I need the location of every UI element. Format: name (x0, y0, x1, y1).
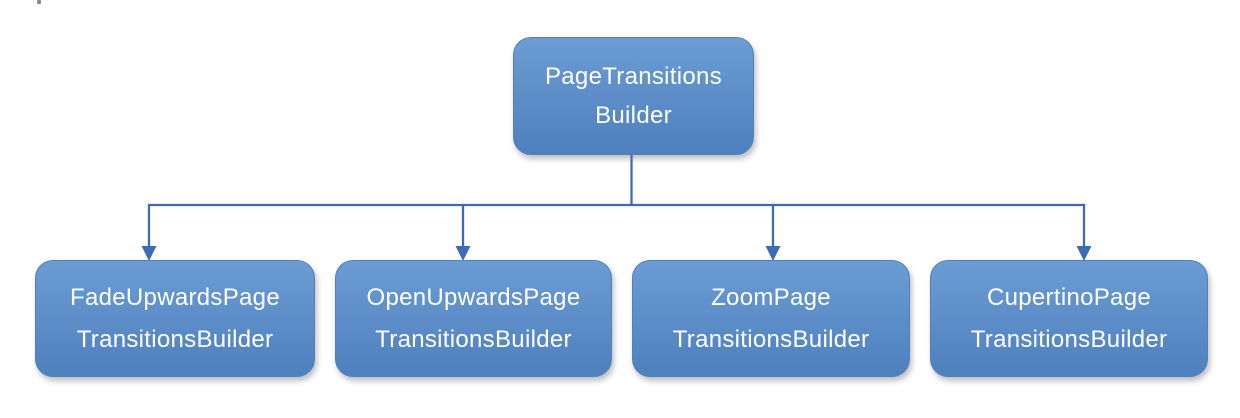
node-label-line: TransitionsBuilder (375, 325, 572, 353)
arrowhead-icon-3 (765, 246, 781, 261)
node-page-transitions-builder: PageTransitions Builder (513, 37, 754, 155)
node-label-line: Builder (595, 102, 672, 129)
arrowhead-icon-2 (455, 246, 471, 261)
node-cupertino-page-transitions-builder: CupertinoPage TransitionsBuilder (930, 260, 1208, 377)
arrowhead-icon-4 (1076, 246, 1092, 261)
node-open-upwards-page-transitions-builder: OpenUpwardsPage TransitionsBuilder (335, 260, 612, 377)
arrowhead-icon-1 (141, 246, 157, 261)
node-label-line: TransitionsBuilder (76, 325, 274, 353)
node-label-line: TransitionsBuilder (672, 325, 870, 353)
node-label-line: FadeUpwardsPage (70, 283, 280, 311)
node-label-line: OpenUpwardsPage (366, 283, 581, 311)
stray-mark (37, 0, 41, 4)
node-label-line: CupertinoPage (986, 283, 1151, 311)
node-zoom-page-transitions-builder: ZoomPage TransitionsBuilder (632, 260, 910, 377)
node-label-line: ZoomPage (711, 283, 831, 311)
node-label-line: PageTransitions (544, 63, 723, 90)
node-label-line: TransitionsBuilder (970, 325, 1168, 353)
node-fade-upwards-page-transitions-builder: FadeUpwardsPage TransitionsBuilder (35, 260, 315, 377)
